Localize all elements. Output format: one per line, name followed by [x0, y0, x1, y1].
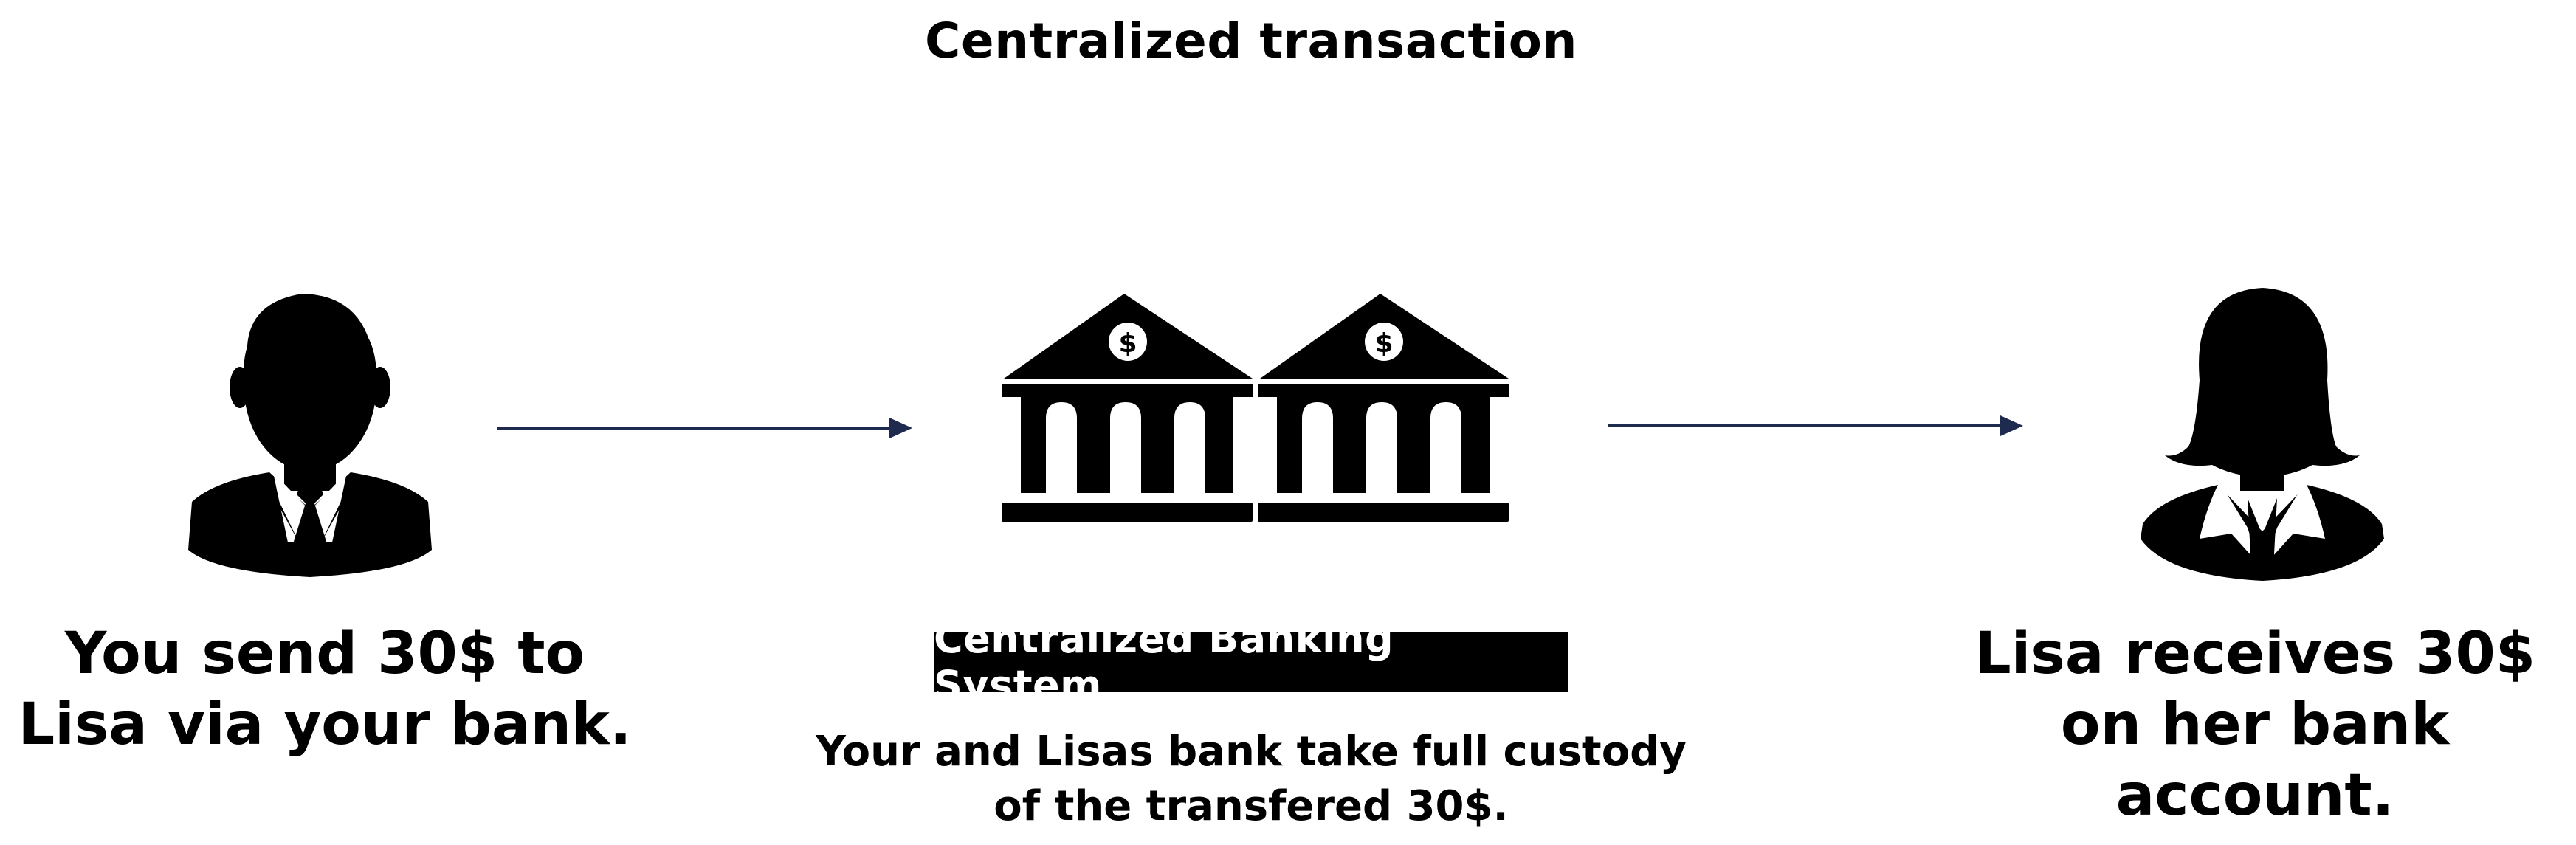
arrow-to-receiver [1608, 415, 2023, 436]
bank-building-icon: $ $ [1002, 294, 1509, 522]
bank-label-banner: Centralized Banking System [934, 615, 1568, 708]
dollar-icon: $ [1374, 328, 1393, 359]
diagram-title: Centralized transaction [924, 13, 1578, 69]
receiver-caption: Lisa receives 30$ on her bank account. [1974, 621, 2536, 829]
businessman-icon [188, 294, 432, 577]
sender-caption: You send 30$ to Lisa via your bank. [18, 621, 632, 758]
dollar-icon: $ [1118, 328, 1137, 359]
bank-label: Centralized Banking System [934, 615, 1394, 708]
bank-custody-note: Your and Lisas bank take full custody of… [816, 728, 1687, 830]
arrow-to-bank [497, 418, 912, 438]
businesswoman-icon [2141, 288, 2384, 581]
